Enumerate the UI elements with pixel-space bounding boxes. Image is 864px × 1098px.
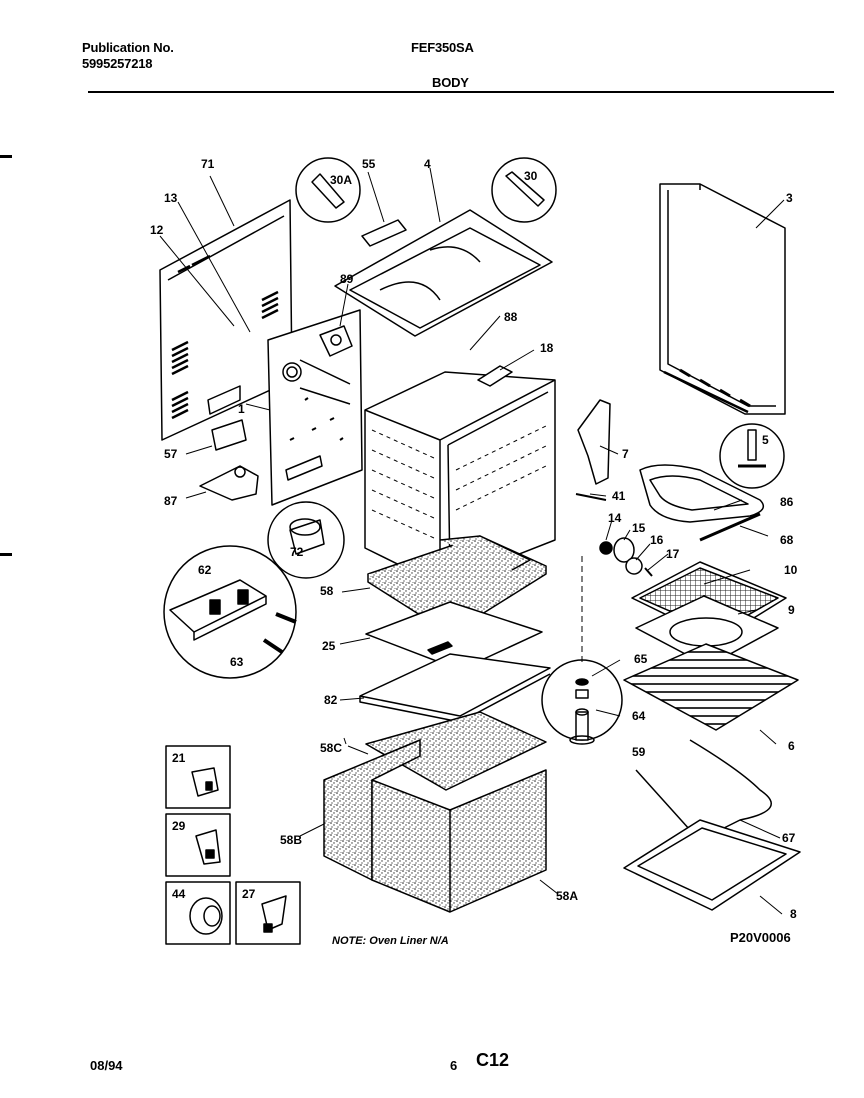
insulation-58A <box>371 769 547 913</box>
callout-59: 59 <box>632 745 646 759</box>
callout-8: 8 <box>790 907 797 921</box>
callout-21: 21 <box>172 751 186 765</box>
callout-13: 13 <box>164 191 178 205</box>
callout-65: 65 <box>634 652 648 666</box>
publication-label: Publication No. <box>82 40 174 55</box>
callout-58C: 58C <box>320 741 342 755</box>
callout-58A: 58A <box>556 889 578 903</box>
callout-58: 58 <box>320 584 334 598</box>
wire-67 <box>689 739 772 831</box>
element-86 <box>639 464 765 523</box>
bracket-87 <box>199 465 259 501</box>
callout-63: 63 <box>230 655 244 669</box>
callout-64: 64 <box>632 709 646 723</box>
footer-date: 08/94 <box>90 1058 123 1073</box>
oven-cavity <box>364 371 556 586</box>
callout-18: 18 <box>540 341 554 355</box>
callout-86: 86 <box>780 495 794 509</box>
callout-15: 15 <box>632 521 646 535</box>
callout-55: 55 <box>362 157 376 171</box>
part-41 <box>575 493 607 501</box>
bracket-7 <box>577 399 611 485</box>
edge-mark <box>0 155 12 158</box>
callout-4: 4 <box>424 157 431 171</box>
side-panel-3 <box>659 183 786 415</box>
callout-27: 27 <box>242 887 256 901</box>
callout-57: 57 <box>164 447 178 461</box>
callout-72: 72 <box>290 545 304 559</box>
drawing-code: P20V0006 <box>730 930 791 945</box>
rod-68 <box>699 512 761 542</box>
callout-5: 5 <box>762 433 769 447</box>
callout-67: 67 <box>782 831 796 845</box>
strip-55 <box>361 219 407 247</box>
callout-1: 1 <box>238 402 245 416</box>
top-panel-4 <box>334 209 553 337</box>
note-text: NOTE: Oven Liner N/A <box>332 935 449 947</box>
insulation-58C <box>365 711 547 791</box>
callout-29: 29 <box>172 819 186 833</box>
rear-panel-71 <box>159 199 293 441</box>
sensor-18 <box>477 365 513 387</box>
knob-14 <box>599 541 613 555</box>
knob-15 <box>613 537 635 563</box>
footer-page: 6 <box>450 1058 458 1073</box>
callout-87: 87 <box>164 494 178 508</box>
callout-10: 10 <box>784 563 798 577</box>
callout-25: 25 <box>322 639 336 653</box>
section-title: BODY <box>432 75 469 90</box>
callout-41: 41 <box>612 489 626 503</box>
callout-89: 89 <box>340 272 354 286</box>
callout-62: 62 <box>198 563 212 577</box>
panel-25 <box>365 601 543 671</box>
edge-mark <box>0 553 12 556</box>
drawer-8 <box>623 819 801 911</box>
footer-code: C12 <box>476 1050 510 1070</box>
model-number: FEF350SA <box>411 40 474 55</box>
callout-14: 14 <box>608 511 622 525</box>
knob-16 <box>625 557 643 575</box>
callout-12: 12 <box>150 223 164 237</box>
callout-17: 17 <box>666 547 680 561</box>
back-panel-1 <box>267 309 363 506</box>
callout-88: 88 <box>504 310 518 324</box>
callout-30A: 30A <box>330 173 352 187</box>
callout-44: 44 <box>172 887 186 901</box>
bracket-89 <box>319 325 353 357</box>
oven-rack-6 <box>623 643 799 731</box>
pan-82 <box>359 653 551 717</box>
callout-9: 9 <box>788 603 795 617</box>
callout-71: 71 <box>201 157 215 171</box>
header-rule <box>88 91 834 93</box>
callout-16: 16 <box>650 533 664 547</box>
callout-30: 30 <box>524 169 538 183</box>
callout-3: 3 <box>786 191 793 205</box>
clip-57 <box>211 419 247 451</box>
callout-6: 6 <box>788 739 795 753</box>
callout-7: 7 <box>622 447 629 461</box>
callout-58B: 58B <box>280 833 302 847</box>
publication-number: 5995257218 <box>82 56 153 71</box>
callout-68: 68 <box>780 533 794 547</box>
callout-82: 82 <box>324 693 338 707</box>
